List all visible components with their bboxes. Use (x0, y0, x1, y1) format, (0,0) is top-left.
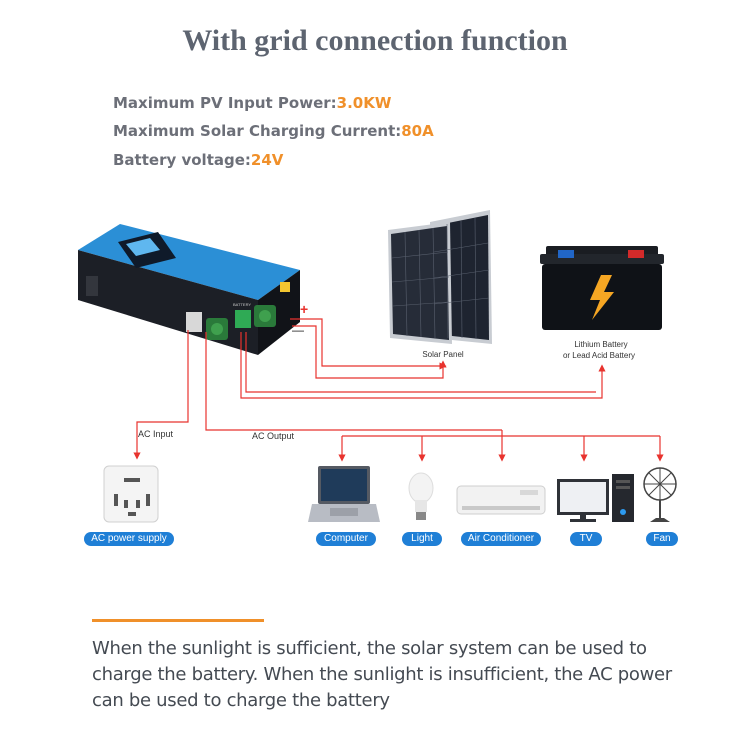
inverter-image (78, 224, 300, 355)
description-text: When the sunlight is sufficient, the sol… (92, 638, 672, 711)
light-bulb-image (408, 472, 434, 520)
tv-image (557, 474, 634, 522)
spec-value: 80A (401, 122, 434, 140)
spec-value: 24V (250, 151, 284, 169)
solar-panel-image (388, 210, 492, 344)
solar-panel-label: Solar Panel (422, 350, 464, 359)
spec-battery-voltage: Battery voltage:24V (113, 151, 283, 169)
page-title: With grid connection function (182, 24, 568, 57)
spec-label: Battery voltage: (113, 151, 251, 169)
battery-image (540, 246, 664, 330)
plus-sign: + (300, 301, 308, 317)
minus-sign: — (292, 323, 304, 337)
battery-label-line2: or Lead Acid Battery (563, 351, 635, 360)
spec-label: Maximum PV Input Power: (113, 94, 337, 112)
air-conditioner-label: Air Conditioner (461, 532, 541, 546)
computer-label: Computer (316, 532, 376, 546)
computer-image (308, 466, 380, 522)
wiring-lines (133, 318, 664, 462)
spec-value: 3.0KW (336, 94, 392, 112)
fan-label: Fan (646, 532, 678, 546)
light-label: Light (402, 532, 442, 546)
accent-divider (92, 619, 264, 622)
inverter-battery-label: BATTERY (233, 302, 251, 307)
ac-input-label: AC Input (138, 429, 174, 439)
spec-label: Maximum Solar Charging Current: (113, 122, 402, 140)
air-conditioner-image (456, 485, 546, 515)
tv-label: TV (570, 532, 602, 546)
wall-socket-image (103, 465, 159, 523)
spec-charging-current: Maximum Solar Charging Current:80A (113, 122, 434, 140)
spec-pv-power: Maximum PV Input Power:3.0KW (113, 94, 391, 112)
battery-label-line1: Lithium Battery (574, 340, 627, 349)
lightning-icon (590, 275, 614, 320)
ac-output-label: AC Output (252, 431, 295, 441)
fan-image (643, 467, 677, 522)
ac-power-supply-label: AC power supply (84, 532, 174, 546)
